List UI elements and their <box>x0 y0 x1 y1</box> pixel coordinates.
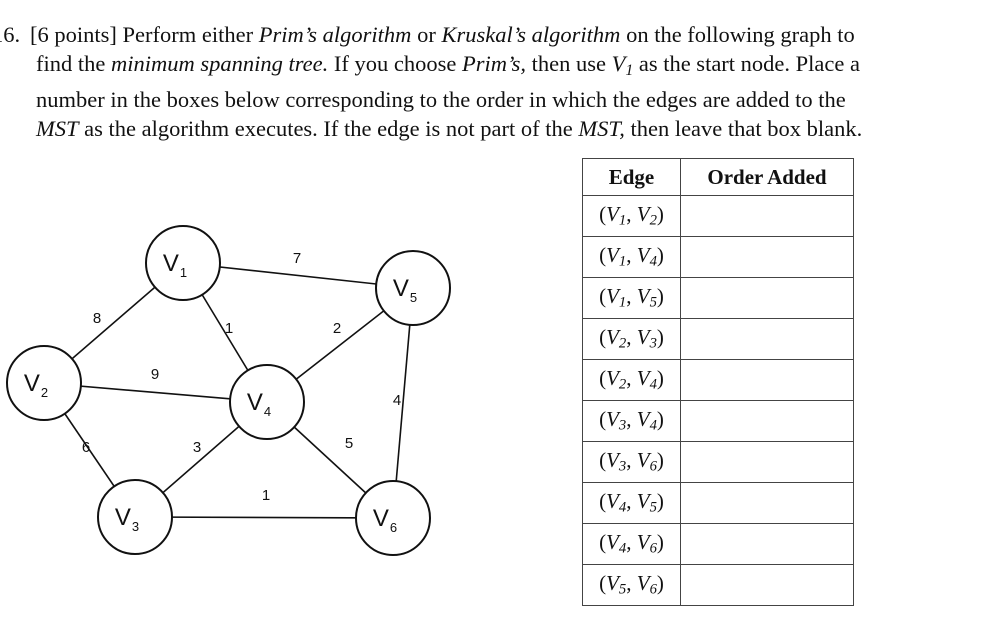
start-node: V1 <box>611 51 634 79</box>
problem-text: If you choose <box>328 51 462 76</box>
prims-algorithm-term: Prim’s algorithm <box>258 22 412 47</box>
edge-weight-label: 9 <box>151 366 159 383</box>
table-row: (V4, V5) <box>582 482 854 524</box>
edge-cell: (V4, V6) <box>582 523 681 565</box>
problem-text: as the start node. Place a <box>633 51 860 76</box>
problem-line-1: 16. [6 points] Perform either Prim’s algo… <box>0 20 975 49</box>
edge-cell: (V2, V4) <box>582 359 681 401</box>
table-row: (V2, V4) <box>582 359 854 401</box>
edge-v5-v6 <box>392 287 414 519</box>
edge-cell: (V3, V4) <box>582 400 681 442</box>
problem-text: Perform either <box>122 22 259 47</box>
edge-weight-label: 1 <box>225 320 233 337</box>
edge-cell: (V1, V4) <box>582 236 681 278</box>
problem-line-3: number in the boxes below corresponding … <box>0 85 975 114</box>
order-added-box[interactable] <box>680 195 854 237</box>
edge-weight-label: 2 <box>333 320 341 337</box>
problem-text: as the algorithm executes. If the edge i… <box>78 115 579 141</box>
problem-text: then leave that box blank. <box>624 115 863 141</box>
node-v3: V3 <box>97 479 173 555</box>
problem-line-4: MST as the algorithm executes. If the ed… <box>0 114 975 143</box>
edge-cell: (V3, V6) <box>582 441 681 483</box>
header-order-added: Order Added <box>680 158 854 196</box>
order-added-box[interactable] <box>680 277 854 319</box>
edge-cell: (V1, V5) <box>582 277 681 319</box>
node-v5: V5 <box>375 250 451 326</box>
node-v6: V6 <box>355 480 431 556</box>
table-header-row: Edge Order Added <box>582 158 854 196</box>
kruskals-algorithm-term: Kruskal’s algorithm <box>441 22 621 47</box>
edge-weight-label: 7 <box>293 250 301 267</box>
header-edge: Edge <box>582 158 681 196</box>
order-added-box[interactable] <box>680 318 854 360</box>
edge-cell: (V2, V3) <box>582 318 681 360</box>
problem-text: or <box>411 22 442 47</box>
order-added-box[interactable] <box>680 359 854 401</box>
table-row: (V3, V6) <box>582 441 854 483</box>
table-row: (V5, V6) <box>582 564 854 606</box>
mst-abbr: MST <box>36 115 79 141</box>
problem-statement: 16. [6 points] Perform either Prim’s algo… <box>0 20 975 143</box>
table-row: (V4, V6) <box>582 523 854 565</box>
table-row: (V1, V5) <box>582 277 854 319</box>
edge-cell: (V1, V2) <box>582 195 681 237</box>
edge-cell: (V5, V6) <box>582 564 681 606</box>
mst-term: minimum spanning tree. <box>110 51 329 76</box>
order-added-box[interactable] <box>680 441 854 483</box>
problem-text: then use <box>525 51 612 76</box>
node-label: V6 <box>373 505 397 535</box>
problem-line-2: find the minimum spanning tree. If you c… <box>0 49 975 85</box>
order-added-box[interactable] <box>680 523 854 565</box>
mst-abbr: MST, <box>578 115 625 141</box>
node-v4: V4 <box>229 364 305 440</box>
problem-text: find the <box>36 51 111 76</box>
edge-v3-v6 <box>134 516 394 519</box>
edge-cell: (V4, V5) <box>582 482 681 524</box>
edge-weight-label: 5 <box>345 435 353 452</box>
node-v2: V2 <box>6 345 82 421</box>
problem-points: [6 points] <box>30 22 117 47</box>
problem-text: number in the boxes below corresponding … <box>36 86 846 112</box>
node-v1: V1 <box>145 225 221 301</box>
edge-weight-label: 4 <box>393 392 401 409</box>
table-row: (V2, V3) <box>582 318 854 360</box>
table-row: (V3, V4) <box>582 400 854 442</box>
order-added-box[interactable] <box>680 564 854 606</box>
mst-table: Edge Order Added (V1, V2)(V1, V4)(V1, V5… <box>582 158 854 606</box>
edge-weight-label: 6 <box>82 439 90 456</box>
edge-weight-label: 8 <box>93 310 101 327</box>
edge-weight-label: 1 <box>262 487 270 504</box>
problem-text: on the following graph to <box>620 22 855 47</box>
prims-term: Prim’s, <box>461 51 526 76</box>
edge-weight-label: 3 <box>193 439 201 456</box>
table-row: (V1, V2) <box>582 195 854 237</box>
table-row: (V1, V4) <box>582 236 854 278</box>
problem-number: 16. <box>0 22 21 47</box>
order-added-box[interactable] <box>680 482 854 524</box>
order-added-box[interactable] <box>680 236 854 278</box>
order-added-box[interactable] <box>680 400 854 442</box>
edge-v1-v5 <box>182 262 414 289</box>
